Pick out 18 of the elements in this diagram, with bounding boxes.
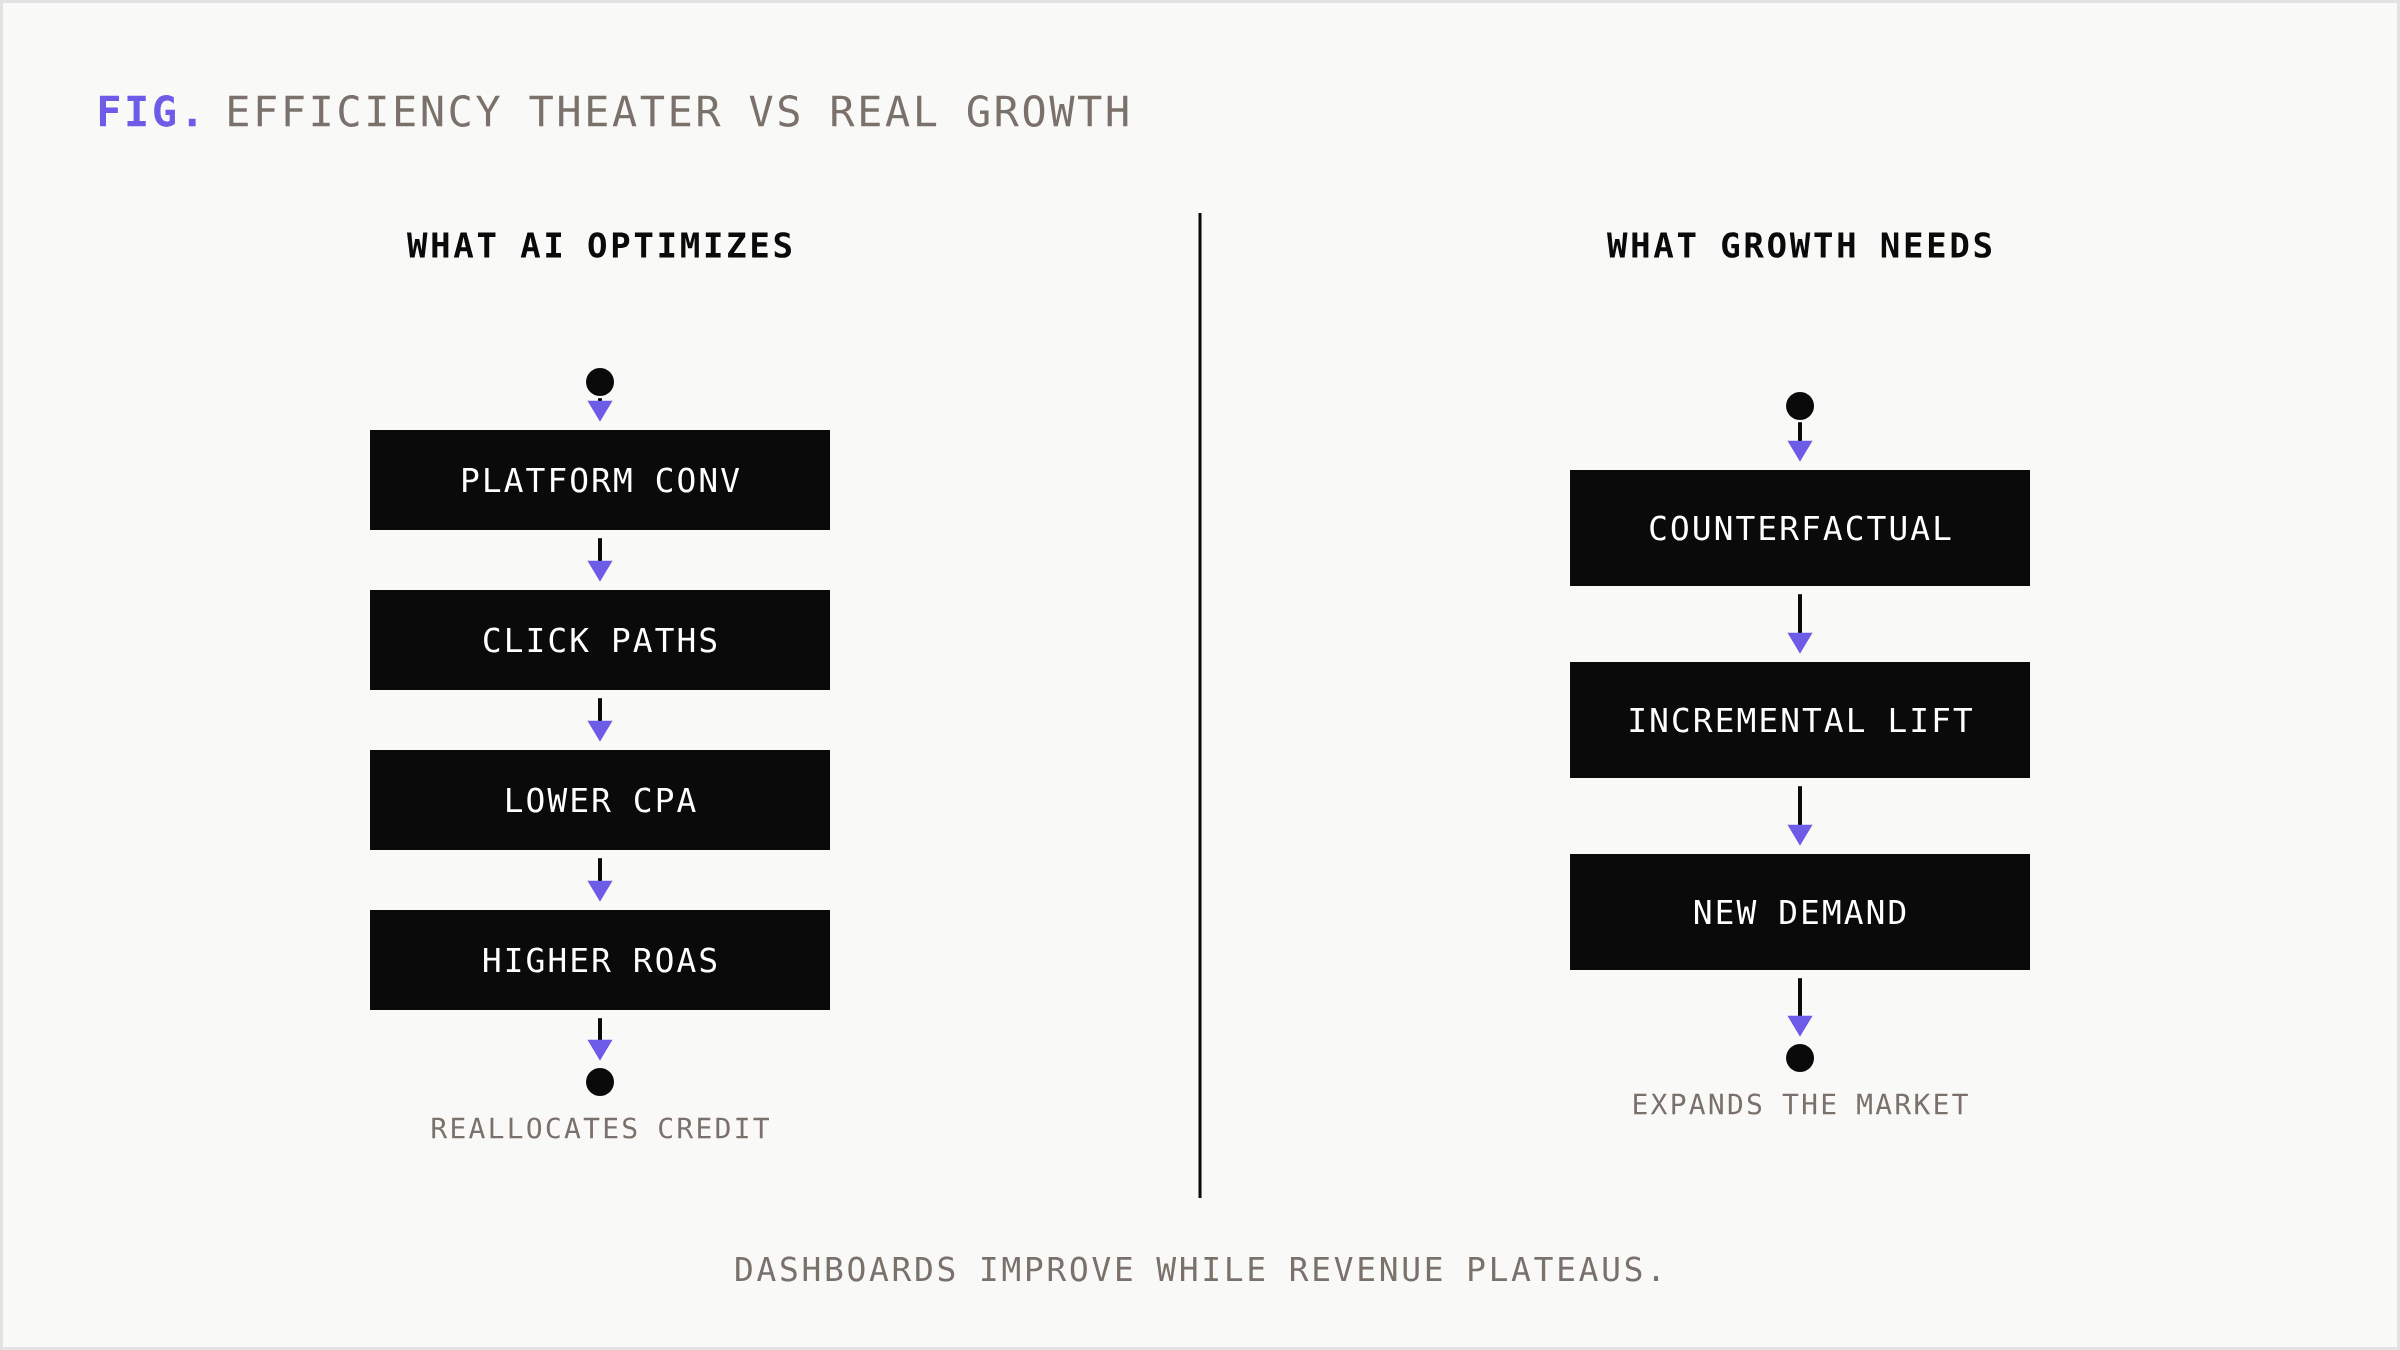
dot: [1786, 1044, 1814, 1072]
caption: DASHBOARDS IMPROVE WHILE REVENUE PLATEAUS.: [736, 1256, 1659, 1282]
process-box: COUNTERFACTUAL: [1570, 470, 2031, 586]
caption-label: REALLOCATES CREDIT: [432, 1117, 769, 1139]
caption-label: EXPANDS THE MARKET: [1634, 1093, 1968, 1115]
figure-label: FIG.: [99, 95, 196, 127]
process-box: PLATFORM CONV: [370, 430, 830, 530]
dot: [1786, 392, 1814, 420]
process-box: CLICK PATHS: [370, 590, 830, 690]
dot: [586, 1068, 614, 1096]
dot: [586, 368, 614, 396]
column-heading: WHAT AI OPTIMIZES: [407, 232, 791, 258]
process-box: HIGHER ROAS: [370, 910, 830, 1010]
process-box: INCREMENTAL LIFT: [1570, 662, 2031, 778]
process-box: NEW DEMAND: [1570, 854, 2031, 970]
process-box: LOWER CPA: [370, 750, 830, 850]
column-heading: WHAT GROWTH NEEDS: [1607, 232, 1991, 258]
title: EFFICIENCY THEATER VS REAL GROWTH: [229, 95, 1128, 127]
